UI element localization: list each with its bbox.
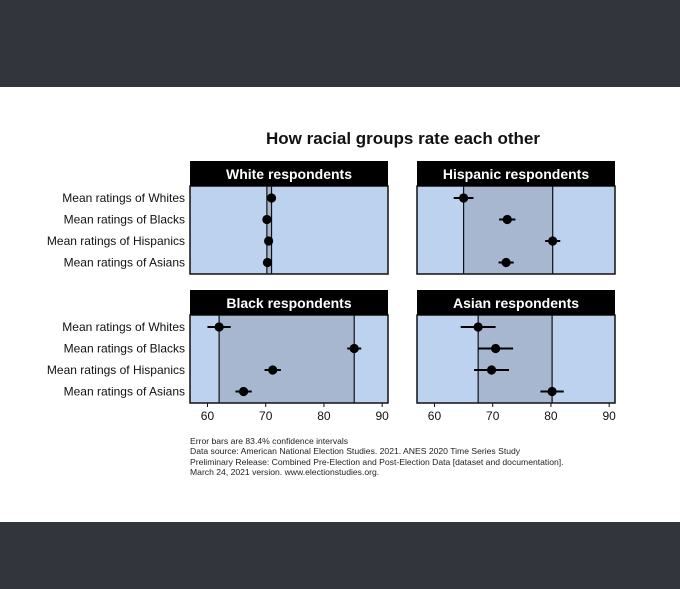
- figure-frame: How racial groups rate each other White …: [0, 87, 680, 522]
- data-point: [262, 214, 272, 225]
- row-label: Mean ratings of Hispanics: [47, 234, 185, 248]
- panel-title-asian-respondents: Asian respondents: [453, 295, 579, 311]
- panel-band-asian-respondents: [478, 315, 553, 403]
- x-tick-label: 90: [602, 409, 616, 423]
- data-point: [548, 236, 558, 246]
- x-tick-label: 60: [201, 409, 215, 423]
- note-source: Data source: American National Election …: [190, 446, 521, 457]
- x-tick-label: 80: [544, 409, 558, 423]
- row-label: Mean ratings of Blacks: [64, 213, 185, 227]
- panel-header-asian-respondents: [417, 290, 615, 315]
- data-point: [547, 386, 557, 397]
- x-tick-label: 80: [317, 409, 331, 423]
- row-label: Mean ratings of Blacks: [64, 342, 185, 356]
- data-point: [501, 257, 511, 268]
- row-label: Mean ratings of Asians: [64, 256, 185, 270]
- data-point: [486, 365, 497, 375]
- data-point: [266, 193, 277, 203]
- data-point: [458, 193, 469, 203]
- row-label: Mean ratings of Hispanics: [47, 363, 185, 377]
- x-tick-label: 60: [428, 409, 442, 423]
- x-tick-label: 70: [486, 409, 500, 423]
- panel-header-black-respondents: [190, 290, 388, 315]
- x-tick-label: 70: [259, 409, 273, 423]
- data-point: [268, 365, 278, 375]
- panel-title-black-respondents: Black respondents: [226, 295, 351, 311]
- row-label: Mean ratings of Asians: [64, 385, 185, 399]
- chart-figure: How racial groups rate each other White …: [47, 129, 616, 423]
- data-point: [262, 257, 273, 268]
- panel-header-white-respondents: [190, 161, 388, 186]
- panel-header-hispanic-respondents: [417, 161, 615, 186]
- chart-notes: Error bars are 83.4% confidence interval…: [190, 436, 564, 478]
- data-point: [502, 214, 512, 225]
- data-point: [349, 343, 359, 354]
- row-label: Mean ratings of Whites: [62, 191, 185, 205]
- note-version: March 24, 2021 version. www.electionstud…: [190, 467, 380, 478]
- data-point: [491, 343, 501, 354]
- x-tick-label: 90: [375, 409, 389, 423]
- panel-background-white-respondents: [190, 186, 388, 274]
- chart-title: How racial groups rate each other: [266, 129, 540, 148]
- panel-title-white-respondents: White respondents: [226, 166, 352, 182]
- row-label: Mean ratings of Whites: [62, 320, 185, 334]
- data-point: [264, 236, 274, 246]
- note-release: Preliminary Release: Combined Pre-Electi…: [190, 456, 564, 467]
- panel-band-white-respondents: [266, 186, 272, 274]
- note-ci: Error bars are 83.4% confidence interval…: [190, 436, 349, 446]
- panel-title-hispanic-respondents: Hispanic respondents: [443, 166, 589, 182]
- data-point: [473, 322, 483, 332]
- data-point: [214, 322, 224, 332]
- data-point: [238, 386, 249, 397]
